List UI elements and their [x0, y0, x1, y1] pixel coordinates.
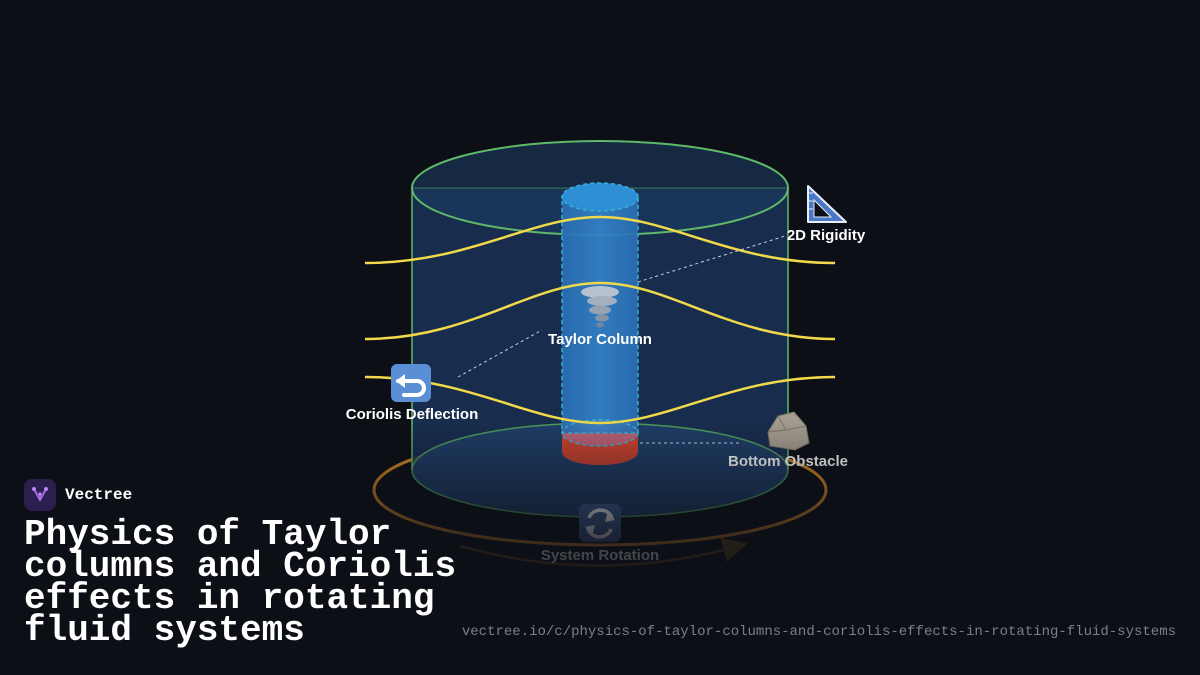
label-coriolis-deflection: Coriolis Deflection: [346, 406, 479, 423]
curved-arrow-icon: [391, 364, 431, 402]
label-system-rotation: System Rotation: [541, 547, 659, 564]
counterclockwise-arrows-icon: [579, 504, 621, 542]
streamline-middle: [364, 281, 836, 341]
label-2d-rigidity: 2D Rigidity: [787, 227, 866, 244]
brand: Vectree: [24, 479, 132, 511]
taylor-column-top: [561, 182, 639, 212]
tornado-icon: [581, 286, 619, 328]
leader-line-coriolis: [457, 329, 543, 378]
label-bottom-obstacle: Bottom Obstacle: [728, 453, 848, 470]
brand-name: Vectree: [65, 486, 133, 504]
triangular-ruler-icon: [807, 185, 847, 223]
source-url: vectree.io/c/physics-of-taylor-columns-a…: [461, 624, 1176, 640]
streamline-top: [364, 215, 836, 265]
vectree-logo-icon: [24, 479, 56, 511]
page-title: Physics of Taylor columns and Coriolis e…: [24, 514, 457, 651]
label-taylor-column: Taylor Column: [548, 331, 652, 348]
leader-line-rigidity: [637, 235, 786, 283]
